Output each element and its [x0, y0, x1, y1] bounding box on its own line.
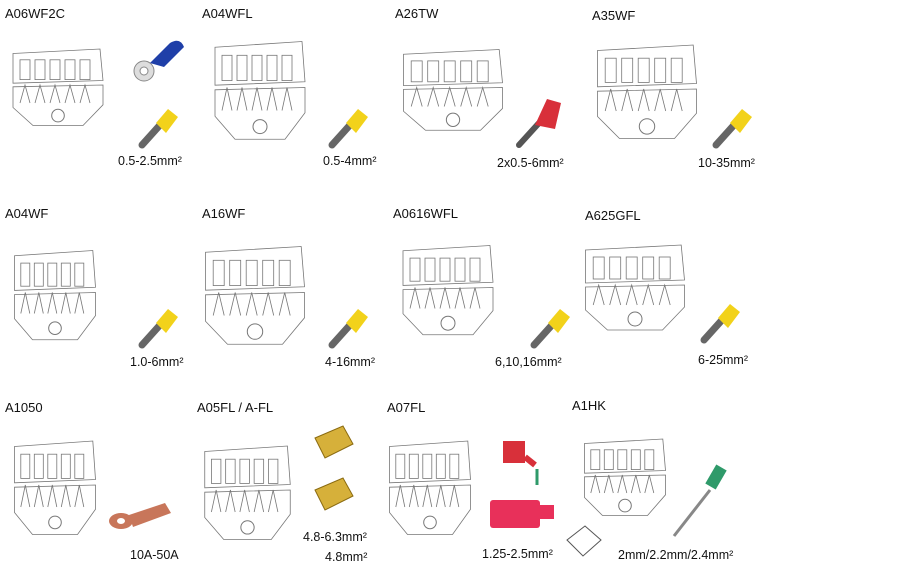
model-label: A35WF — [592, 8, 636, 23]
model-label: A0616WFL — [393, 206, 459, 221]
crimp-die-drawing — [10, 430, 100, 540]
ferrule-icon — [700, 304, 740, 344]
spade-terminal-icon — [314, 425, 354, 511]
copper-lug-icon — [109, 503, 171, 529]
spec-label: 4-16mm² — [325, 355, 376, 369]
spec-label: 6,10,16mm² — [495, 355, 562, 369]
twin-ferrule-icon — [516, 99, 561, 148]
spec-label: 2mm/2.2mm/2.4mm² — [618, 548, 734, 562]
ring-terminal-icon — [133, 40, 184, 82]
spec-label: 0.5-2.5mm² — [118, 154, 182, 168]
spec-label: 4.8-6.3mm² — [303, 530, 367, 544]
crimp-die-drawing — [200, 435, 295, 545]
crimp-die-drawing — [592, 34, 702, 144]
crimp-die-drawing — [398, 40, 508, 135]
crimp-die-drawing — [398, 235, 498, 340]
ferrule-icon — [712, 109, 752, 149]
spec-label: 10A-50A — [130, 548, 179, 562]
ferrule-icon — [138, 309, 178, 349]
spec-label: 6-25mm² — [698, 353, 749, 367]
ferrule-icon — [530, 309, 570, 349]
crimp-die-drawing — [210, 30, 310, 145]
model-label: A26TW — [395, 6, 439, 21]
model-label: A05FL / A-FL — [197, 400, 274, 415]
crimp-die-drawing — [385, 430, 475, 540]
model-label: A07FL — [387, 400, 426, 415]
model-label: A1HK — [572, 398, 606, 413]
crimp-die-drawing — [580, 235, 690, 335]
crimp-die-drawing — [10, 240, 100, 345]
ferrule-icon — [328, 309, 368, 349]
spec-label: 1.0-6mm² — [130, 355, 184, 369]
spec-label: 2x0.5-6mm² — [497, 156, 564, 170]
model-label: A1050 — [5, 400, 43, 415]
spec-label: 1.25-2.5mm² — [482, 547, 553, 561]
flag-terminal-icon — [490, 441, 554, 528]
pin-contact-icon — [672, 464, 727, 537]
crimp-die-drawing — [200, 235, 310, 350]
dimension-sketch-icon — [566, 525, 602, 557]
model-label: A625GFL — [585, 208, 641, 223]
model-label: A04WF — [5, 206, 49, 221]
spec-label: 0.5-4mm² — [323, 154, 377, 168]
ferrule-icon — [328, 109, 368, 149]
model-label: A04WFL — [202, 6, 253, 21]
ferrule-icon — [138, 109, 178, 149]
model-label: A16WF — [202, 206, 246, 221]
spec-label: 10-35mm² — [698, 156, 755, 170]
crimp-die-drawing — [8, 40, 108, 130]
spec-label: 4.8mm² — [325, 550, 368, 564]
model-label: A06WF2C — [5, 6, 65, 21]
crimp-die-drawing — [580, 430, 670, 520]
